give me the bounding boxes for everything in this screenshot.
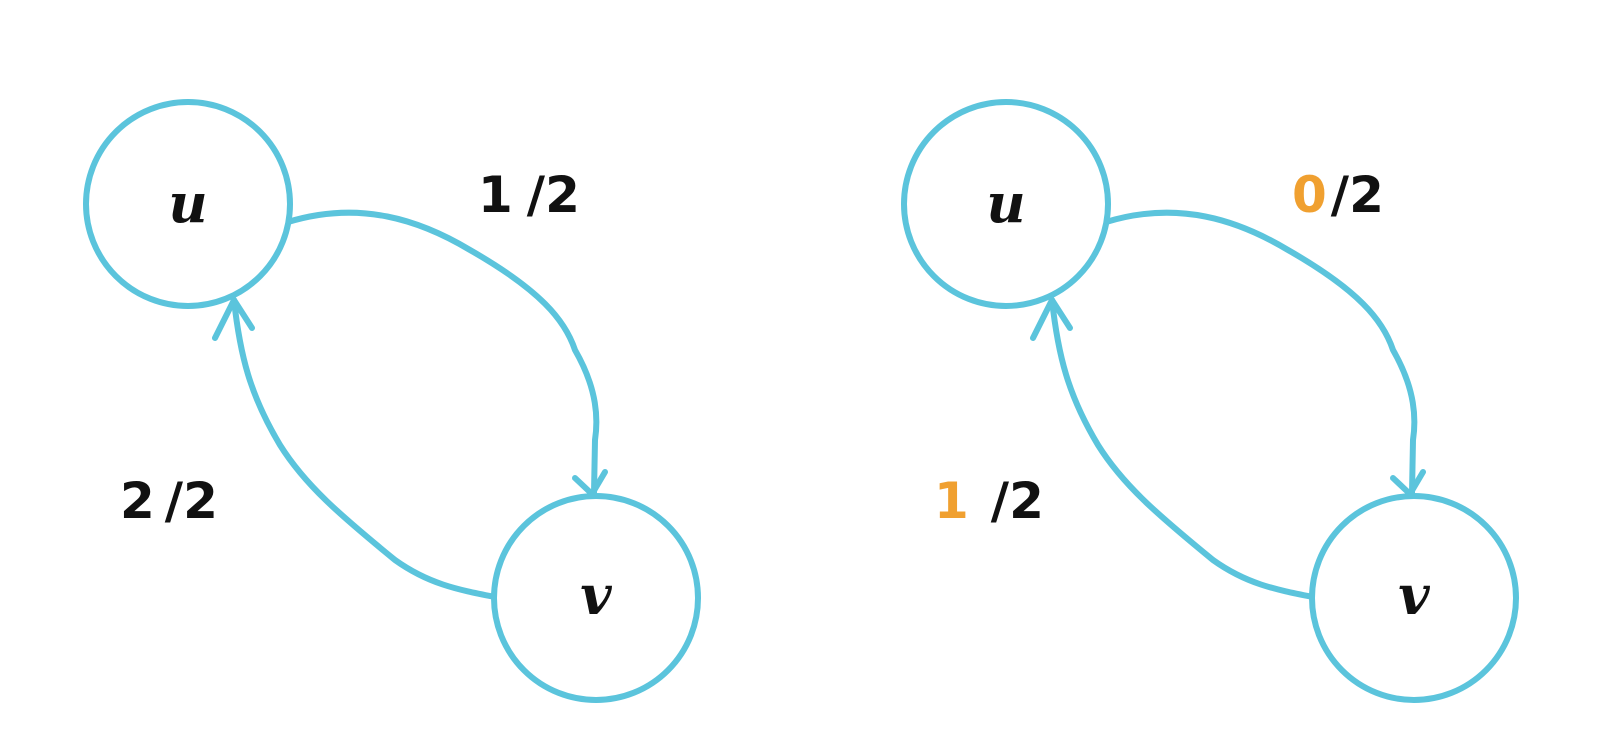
edge-u-to-v-separator: / [1331,166,1350,224]
graph-right: u v 0/2 1/2 [901,99,1519,703]
edge-u-to-v-separator: / [527,166,546,224]
node-v-label: v [580,563,612,627]
edge-v-to-u [1049,297,1321,601]
edge-v-to-u-arrowhead [1030,297,1073,341]
edge-v-to-u-separator: / [991,472,1010,530]
edge-u-to-v-arrowhead [572,469,608,497]
node-v [1309,493,1519,703]
node-v [491,493,701,703]
edge-u-to-v [1103,209,1418,496]
edge-u-to-v [285,209,600,496]
edge-v-to-u-flow: 2 [120,472,155,530]
graph-left: u v 1/2 2/2 [83,99,701,703]
edge-v-to-u-label: 1 /2 [934,472,1044,530]
edge-v-to-u-flow: 1 [934,472,969,530]
node-u-label: u [986,171,1025,235]
edge-v-to-u-label: 2/2 [120,472,218,530]
edge-v-to-u-capacity: 2 [183,472,218,530]
edge-u-to-v-label: 0/2 [1292,166,1384,224]
edge-u-to-v-label: 1/2 [478,166,580,224]
edge-u-to-v-arrowhead [1390,469,1426,497]
edge-u-to-v-flow: 0 [1292,166,1327,224]
edge-v-to-u-capacity: 2 [1009,472,1044,530]
edge-v-to-u-separator: / [165,472,184,530]
edge-v-to-u [231,297,503,601]
edge-u-to-v-flow: 1 [478,166,513,224]
edge-u-to-v-capacity: 2 [545,166,580,224]
node-u [83,99,293,309]
node-u [901,99,1111,309]
node-v-label: v [1398,563,1430,627]
edge-v-to-u-arrowhead [212,297,255,341]
node-u-label: u [168,171,207,235]
edge-u-to-v-capacity: 2 [1349,166,1384,224]
